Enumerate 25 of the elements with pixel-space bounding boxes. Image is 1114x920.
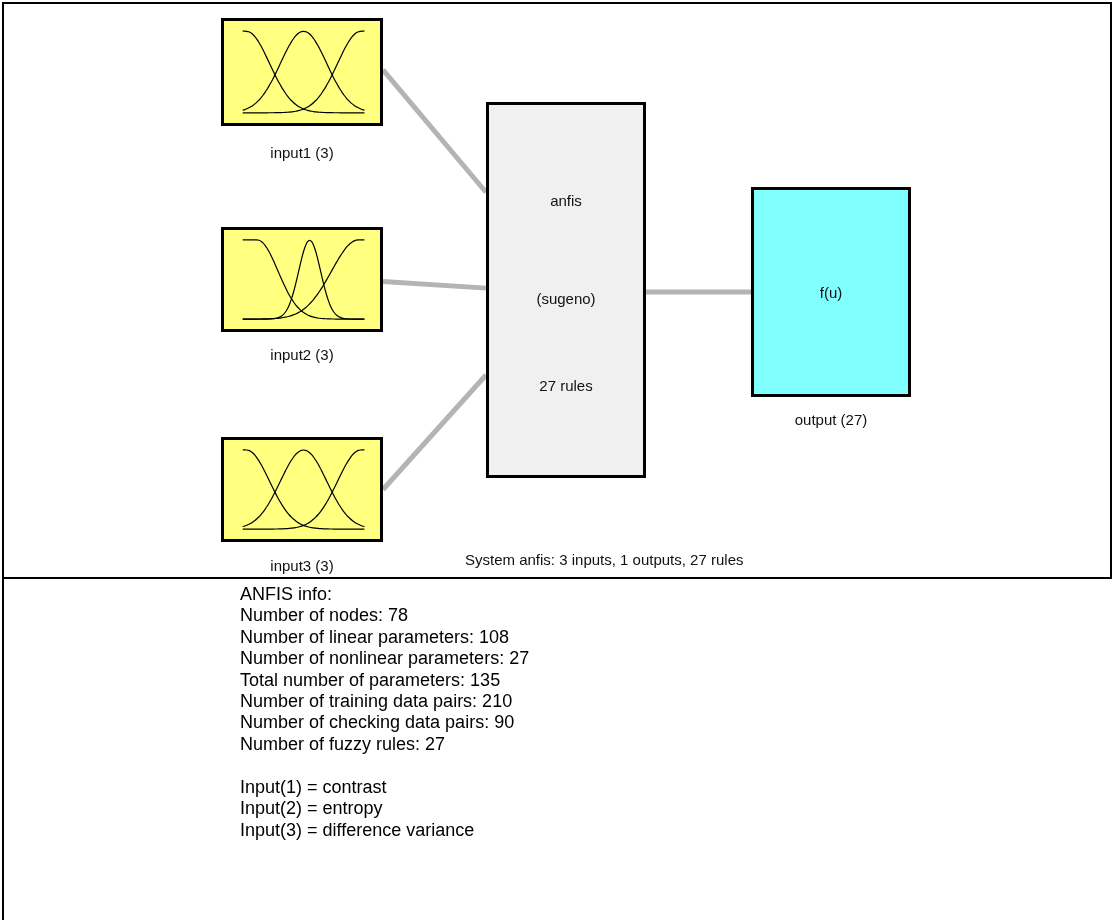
info-line: Number of checking data pairs: 90 [240,712,515,733]
block-text: (sugeno) [536,290,596,307]
variable-label: input2 (3) [270,346,334,363]
connector-line [646,289,751,295]
info-line: Input(1) = contrast [240,777,387,798]
rule-block [486,102,646,478]
info-line: Number of fuzzy rules: 27 [240,734,446,755]
info-line: Number of training data pairs: 210 [240,691,513,712]
info-line: ANFIS info: [240,584,333,605]
connector-line [382,279,487,291]
info-line: Number of nonlinear parameters: 27 [240,648,530,669]
info-line: Number of nodes: 78 [240,605,409,626]
block-text: 27 rules [539,377,593,394]
info-line: Input(3) = difference variance [240,820,475,841]
function-text: f(u) [819,283,843,301]
system-summary: System anfis: 3 inputs, 1 outputs, 27 rules [465,551,744,568]
info-line: Input(2) = entropy [240,798,383,819]
block-text: anfis [550,192,582,209]
variable-label: output (27) [794,411,868,428]
info-line: Total number of parameters: 135 [240,670,501,691]
info-line: Number of linear parameters: 108 [240,627,510,648]
variable-label: input3 (3) [270,557,334,574]
connector-line [381,68,488,194]
variable-label: input1 (3) [270,144,334,161]
connector-line [381,373,488,492]
